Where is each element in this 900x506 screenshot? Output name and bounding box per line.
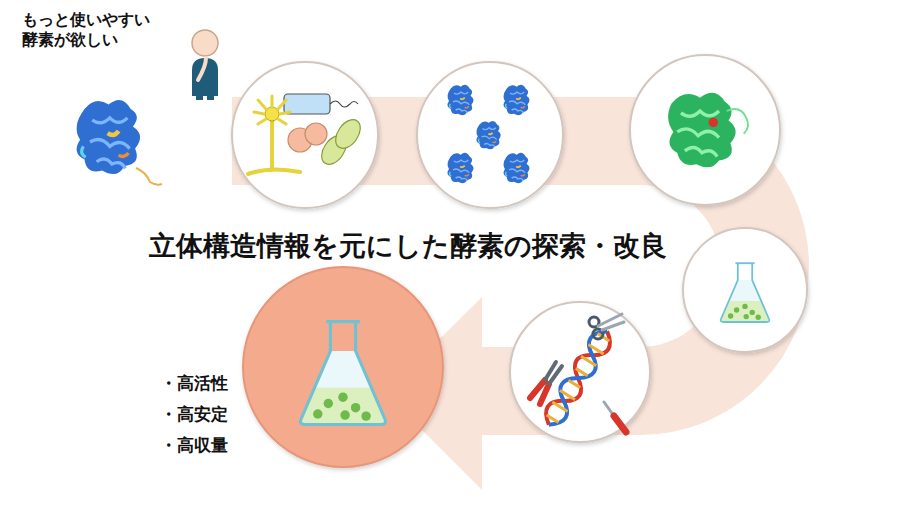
gene-editing-circle (510, 302, 650, 442)
selected-structure-circle (630, 55, 780, 205)
feature-bullet: ・高活性 (160, 373, 228, 394)
person-icon (192, 30, 218, 100)
feature-bullet: ・高安定 (160, 404, 228, 425)
screwdriver-icon (604, 402, 626, 432)
enzyme-structure (77, 100, 162, 185)
structure-library-circle (417, 62, 563, 208)
speech-note: もっと使いやすい 酵素が欲しい (22, 10, 172, 50)
scissors-icon (589, 314, 624, 339)
pliers-icon (530, 362, 562, 404)
result-circle (243, 267, 443, 467)
microbe-circle (232, 62, 378, 208)
diagram-title: 立体構造情報を元にした酵素の探索・改良 (149, 230, 667, 262)
feature-bullet: ・高収量 (160, 435, 228, 456)
culture-circle (683, 228, 807, 352)
